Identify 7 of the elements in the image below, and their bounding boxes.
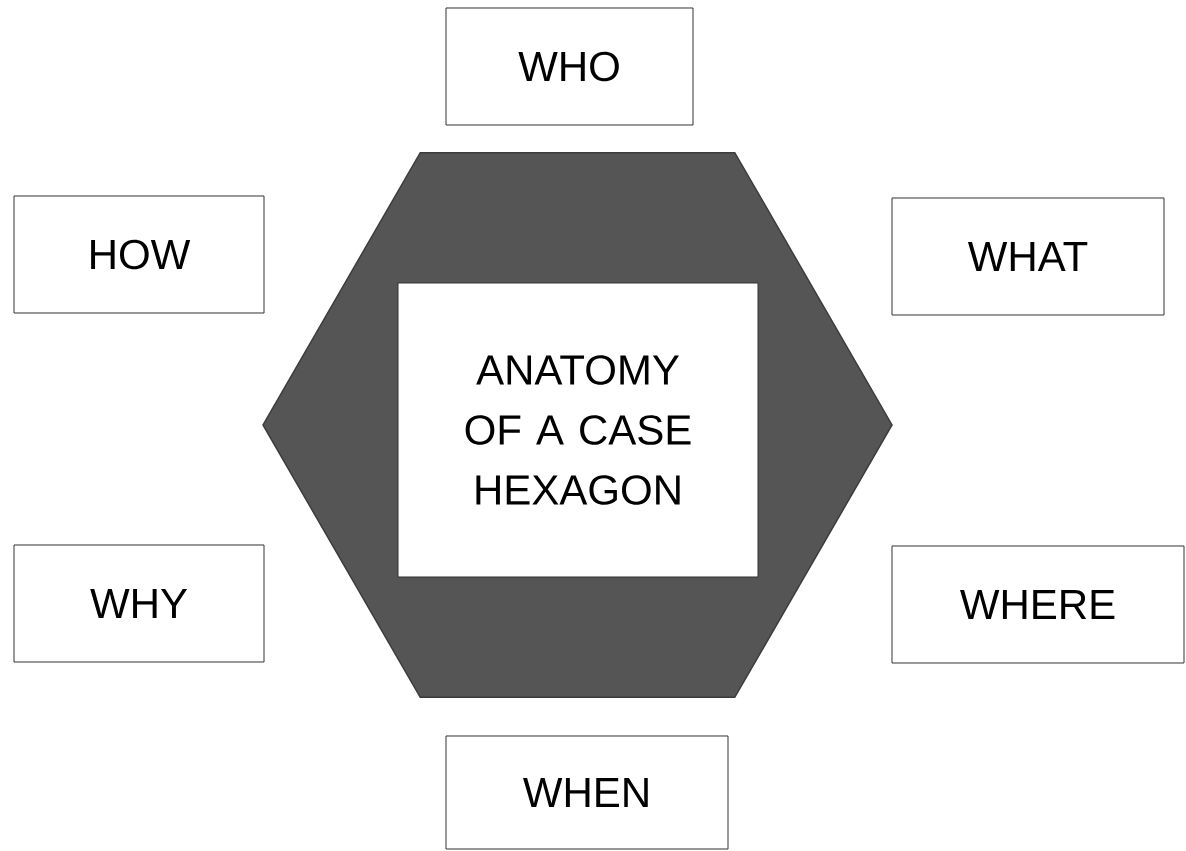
question-box: WHY [13,544,265,663]
question-box: WHERE [891,545,1185,664]
question-box: WHAT [891,197,1165,316]
title-box: ANATOMY OF A CASE HEXAGON [397,282,759,578]
question-box: HOW [13,195,265,314]
question-box: WHO [445,7,694,126]
question-box: WHEN [445,735,729,850]
